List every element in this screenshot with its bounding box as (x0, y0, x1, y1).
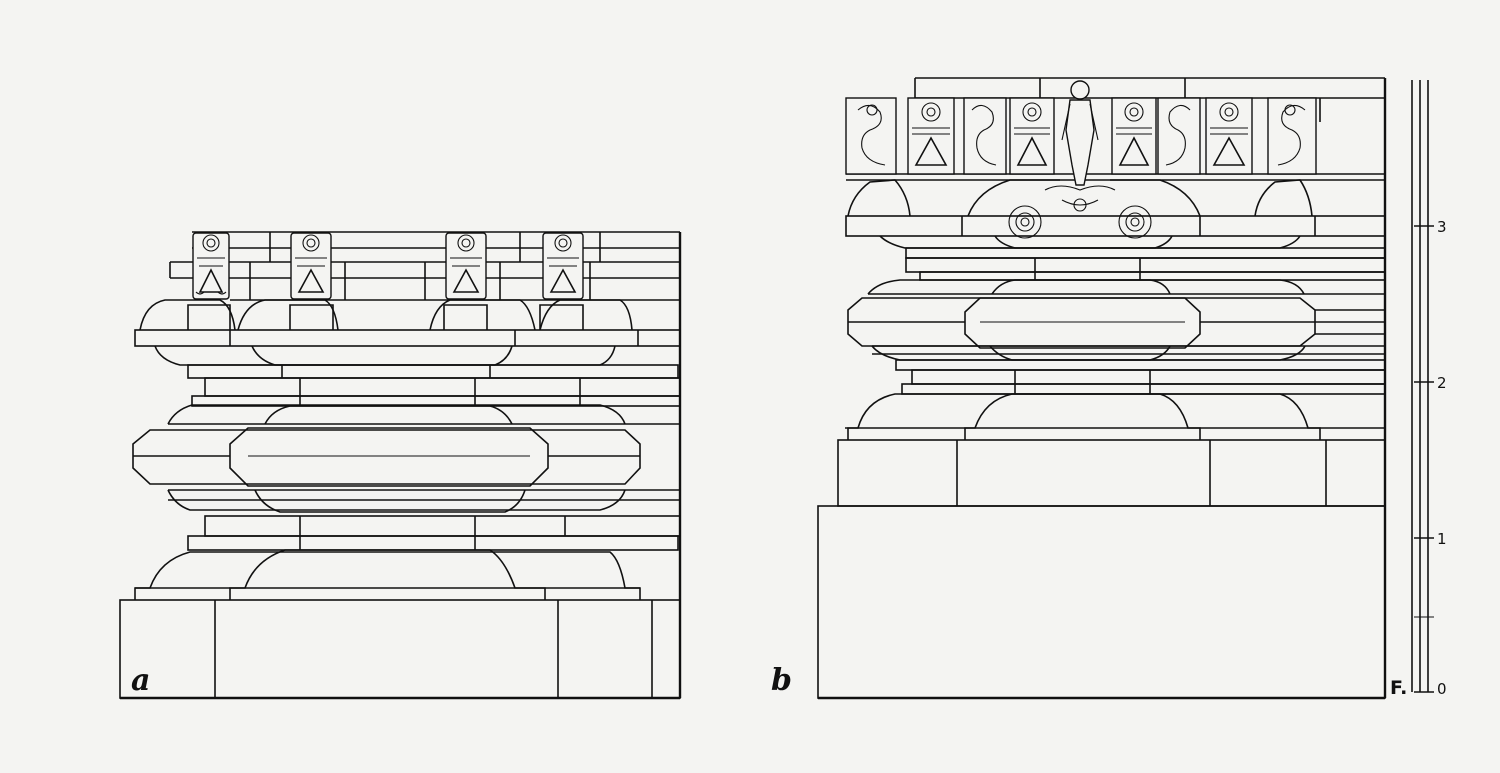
panel-b-label: b (771, 663, 792, 698)
scroll-ornament (192, 232, 230, 300)
scale-tick-3: 3 (1437, 218, 1447, 236)
serpent-scroll-ornament (845, 97, 897, 175)
medallion-ornament (1118, 205, 1152, 239)
figure-mark: F. (1390, 677, 1407, 699)
panel-a-label: a (131, 663, 150, 698)
scroll-ornament (542, 232, 584, 300)
serpent-scroll-ornament (1157, 97, 1201, 175)
scroll-ornament (445, 232, 487, 300)
panel-a-column-base-elevation: a (119, 231, 682, 700)
human-figure-ornament (1061, 80, 1099, 186)
scale-bar: 3 2 1 0 F. (1390, 80, 1447, 699)
scale-tick-2: 2 (1437, 374, 1447, 392)
triangle-motif-ornament (907, 97, 955, 175)
medallion-ornament (1008, 205, 1042, 239)
scale-tick-0: 0 (1437, 680, 1447, 698)
scroll-ornament (290, 232, 332, 300)
scale-tick-1: 1 (1437, 530, 1447, 548)
triangle-motif-ornament (1009, 97, 1055, 175)
triangle-motif-ornament (1205, 97, 1253, 175)
serpent-scroll-ornament (963, 97, 1007, 175)
panel-b-column-base-elevation: b (771, 77, 1387, 700)
triangle-motif-ornament (1111, 97, 1157, 175)
serpent-scroll-ornament (1267, 97, 1317, 175)
